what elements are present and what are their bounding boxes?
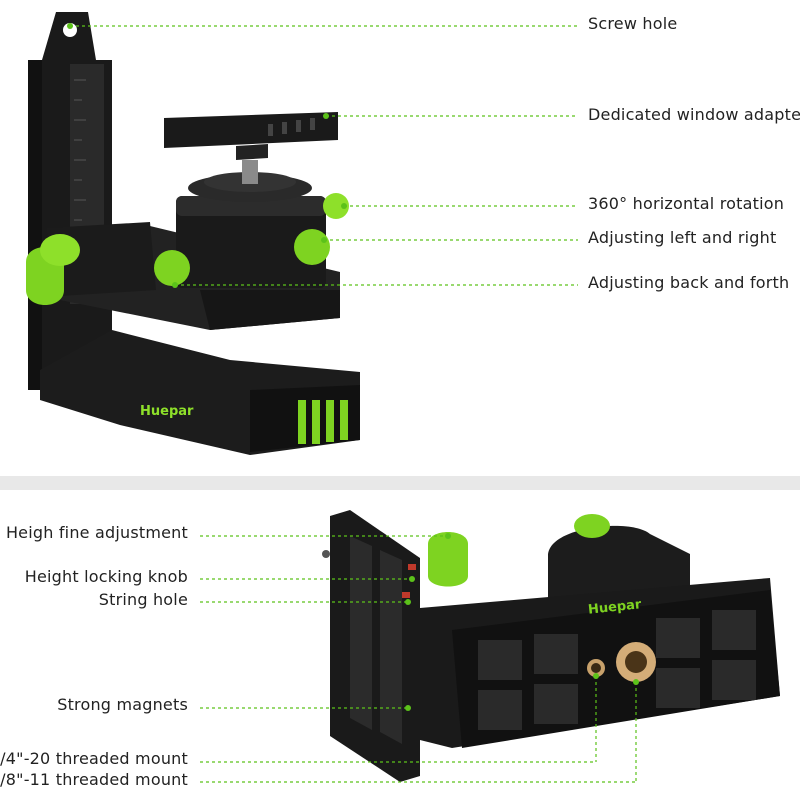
magnet-strip-1 bbox=[350, 536, 372, 730]
brand-logo-top: Huepar bbox=[140, 404, 194, 419]
side-hole bbox=[322, 550, 330, 558]
top-leader-lines bbox=[70, 25, 578, 286]
label-screw-hole: Screw hole bbox=[588, 14, 678, 33]
top-leader-dots bbox=[67, 23, 347, 288]
label-strong-magnets: Strong magnets bbox=[57, 695, 188, 714]
bottom-green-knobs bbox=[428, 514, 610, 587]
window-adapter-body bbox=[164, 112, 338, 148]
side-plate bbox=[330, 510, 420, 782]
label-five-eighths-mount: 5/8"-11 threaded mount bbox=[0, 770, 188, 789]
mount-screw-stud bbox=[242, 160, 258, 184]
bracket-underside-illustration bbox=[200, 510, 780, 783]
string-hole-marker bbox=[402, 592, 410, 598]
window-adapter-slots bbox=[268, 118, 315, 136]
label-adjusting-back-forth: Adjusting back and forth bbox=[588, 273, 790, 292]
height-fine-knob bbox=[428, 532, 468, 587]
top-product-panel: Huepar Screw hole Dedicated window adapt… bbox=[26, 12, 800, 455]
bottom-product-panel: Huepar Heigh fine adjustment Height lock… bbox=[0, 490, 800, 800]
magnet-strip-2 bbox=[380, 550, 402, 744]
rail-side-edge bbox=[28, 60, 42, 390]
left-right-knob bbox=[294, 229, 330, 265]
rail-fine-knob bbox=[40, 234, 80, 266]
height-lock-marker bbox=[408, 564, 416, 570]
label-quarter-inch-mount: 1/4"-20 threaded mount bbox=[0, 749, 188, 768]
back-forth-knob bbox=[154, 250, 190, 286]
rotation-knob bbox=[323, 193, 349, 219]
rotation-head-body bbox=[176, 196, 326, 288]
label-string-hole: String hole bbox=[98, 590, 188, 609]
label-window-adapter: Dedicated window adapter bbox=[588, 105, 800, 124]
green-grip-stripes bbox=[298, 400, 348, 444]
rotation-housing bbox=[548, 525, 690, 600]
label-adjusting-left-right: Adjusting left and right bbox=[588, 228, 777, 247]
label-height-locking-knob: Height locking knob bbox=[24, 567, 188, 586]
slide-arm-end bbox=[200, 290, 340, 330]
wall-mount-bracket-illustration bbox=[26, 12, 578, 455]
panel-divider bbox=[0, 476, 800, 490]
label-horizontal-rotation: 360° horizontal rotation bbox=[588, 194, 785, 213]
bottom-leader-dots bbox=[405, 533, 639, 711]
screw-hole-shape bbox=[63, 23, 77, 37]
window-adapter-neck bbox=[236, 144, 268, 160]
green-knobs bbox=[26, 193, 349, 305]
label-height-fine-adjustment: Heigh fine adjustment bbox=[5, 523, 188, 542]
bottom-leader-lines bbox=[200, 535, 637, 783]
rotation-top-knob bbox=[574, 514, 610, 538]
base-cavity-grid bbox=[478, 610, 756, 730]
rotation-head-top bbox=[176, 196, 326, 216]
